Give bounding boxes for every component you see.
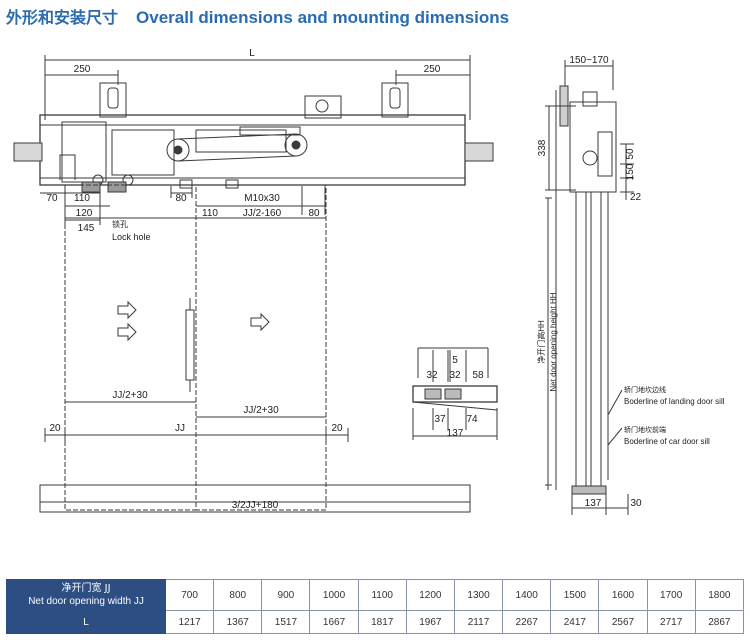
title-en: Overall dimensions and mounting dimensio… bbox=[136, 8, 510, 27]
table-header-jj: 净开门宽 JJ Net door opening width JJ bbox=[6, 579, 166, 611]
side-door-leaf-1 bbox=[575, 191, 587, 488]
sec-32b: 32 bbox=[449, 370, 461, 381]
l-cell: 1217 bbox=[164, 610, 215, 634]
jj-cell: 1200 bbox=[405, 579, 455, 611]
bolt-m10: M10x30 bbox=[244, 193, 280, 204]
l-cell: 2717 bbox=[646, 610, 696, 634]
l-cell: 2417 bbox=[550, 610, 600, 634]
door-panel-left bbox=[64, 184, 197, 511]
jj-cell: 1100 bbox=[357, 579, 407, 611]
side-hh-cn: 净开门高HH bbox=[536, 320, 546, 364]
dim-jj2-160: JJ/2-160 bbox=[243, 208, 282, 219]
side-view bbox=[545, 60, 634, 515]
car-sill-en: Boderline of car door sill bbox=[624, 437, 710, 446]
l-cell: 1367 bbox=[213, 610, 263, 634]
dim-80-b: 80 bbox=[308, 208, 320, 219]
l-cell: 1517 bbox=[261, 610, 311, 634]
dim-110-mid: 110 bbox=[202, 208, 218, 219]
jj-cell: 800 bbox=[213, 579, 263, 611]
dim-bottom: 3/2JJ+180 bbox=[232, 500, 279, 511]
dim-20-right: 20 bbox=[331, 423, 343, 434]
lock-hole-en: Lock hole bbox=[112, 232, 151, 242]
car-sill-cn: 轿门地坎前端 bbox=[624, 425, 666, 434]
header-cn: 净开门宽 JJ bbox=[61, 583, 111, 594]
side-hh-en: Net door opening height HH bbox=[549, 292, 558, 391]
landing-sill-cn: 轿门地坎边线 bbox=[624, 385, 666, 394]
header-en: Net door opening width JJ bbox=[28, 596, 144, 607]
l-cell: 2867 bbox=[694, 610, 745, 634]
side-338: 338 bbox=[537, 139, 548, 156]
jj-cell: 1700 bbox=[646, 579, 696, 611]
table-row-l: L 1217 1367 1517 1667 1817 1967 2117 226… bbox=[6, 610, 745, 634]
lock-hole-cn: 锁孔 bbox=[112, 219, 128, 229]
jj-cell: 1800 bbox=[694, 579, 745, 611]
jj-cell: 700 bbox=[164, 579, 215, 611]
dim-120: 120 bbox=[76, 208, 93, 219]
table-row-jj: 净开门宽 JJ Net door opening width JJ 700 80… bbox=[6, 579, 745, 611]
title-cn: 外形和安装尺寸 bbox=[6, 8, 119, 27]
sec-137: 137 bbox=[447, 428, 464, 439]
side-22: 22 bbox=[630, 192, 642, 203]
jj-cell: 1500 bbox=[550, 579, 600, 611]
dim-250-left: 250 bbox=[74, 64, 91, 75]
dim-jj2-30-left: JJ/2+30 bbox=[112, 390, 148, 401]
side-137: 137 bbox=[585, 498, 602, 509]
l-cell: 1817 bbox=[357, 610, 407, 634]
dim-80-a: 80 bbox=[175, 193, 187, 204]
section-view bbox=[412, 347, 498, 440]
dim-20-left: 20 bbox=[49, 423, 61, 434]
sec-37: 37 bbox=[434, 414, 446, 425]
side-50: 50 bbox=[625, 148, 636, 160]
jj-cell: 900 bbox=[261, 579, 311, 611]
sec-5: 5 bbox=[452, 355, 458, 366]
side-door-leaf-2 bbox=[590, 191, 602, 488]
dim-70: 70 bbox=[46, 193, 58, 204]
door-panel-right bbox=[195, 184, 327, 511]
dim-jj2-30-right: JJ/2+30 bbox=[243, 405, 279, 416]
jj-cell: 1400 bbox=[502, 579, 552, 611]
dim-250-right: 250 bbox=[424, 64, 441, 75]
landing-sill-en: Boderline of landing door sill bbox=[624, 397, 725, 406]
side-hanger bbox=[569, 101, 617, 193]
dim-145: 145 bbox=[78, 223, 95, 234]
sec-58: 58 bbox=[472, 370, 484, 381]
sec-74: 74 bbox=[466, 414, 478, 425]
dim-jj: JJ bbox=[175, 423, 185, 434]
table-header-l: L bbox=[6, 610, 166, 634]
front-view bbox=[13, 55, 494, 513]
door-sill bbox=[39, 484, 471, 513]
jj-cell: 1600 bbox=[598, 579, 648, 611]
l-cell: 1967 bbox=[405, 610, 455, 634]
right-bracket bbox=[381, 82, 409, 118]
l-cell: 2567 bbox=[598, 610, 648, 634]
side-150-170: 150~170 bbox=[569, 55, 609, 66]
sec-32a: 32 bbox=[426, 370, 438, 381]
technical-drawing: L 250 250 70 110 120 145 80 110 JJ/2-160… bbox=[13, 48, 725, 515]
l-cell: 2267 bbox=[502, 610, 552, 634]
page-title: 外形和安装尺寸 Overall dimensions and mounting … bbox=[6, 4, 509, 28]
side-30: 30 bbox=[630, 498, 642, 509]
side-150: 150 bbox=[625, 163, 636, 180]
l-cell: 2117 bbox=[453, 610, 504, 634]
dim-110-left: 110 bbox=[74, 193, 90, 204]
left-bracket bbox=[99, 82, 127, 118]
dim-L: L bbox=[249, 48, 255, 59]
spec-table: 净开门宽 JJ Net door opening width JJ 700 80… bbox=[6, 579, 745, 634]
l-cell: 1667 bbox=[309, 610, 359, 634]
jj-cell: 1300 bbox=[453, 579, 504, 611]
jj-cell: 1000 bbox=[309, 579, 359, 611]
